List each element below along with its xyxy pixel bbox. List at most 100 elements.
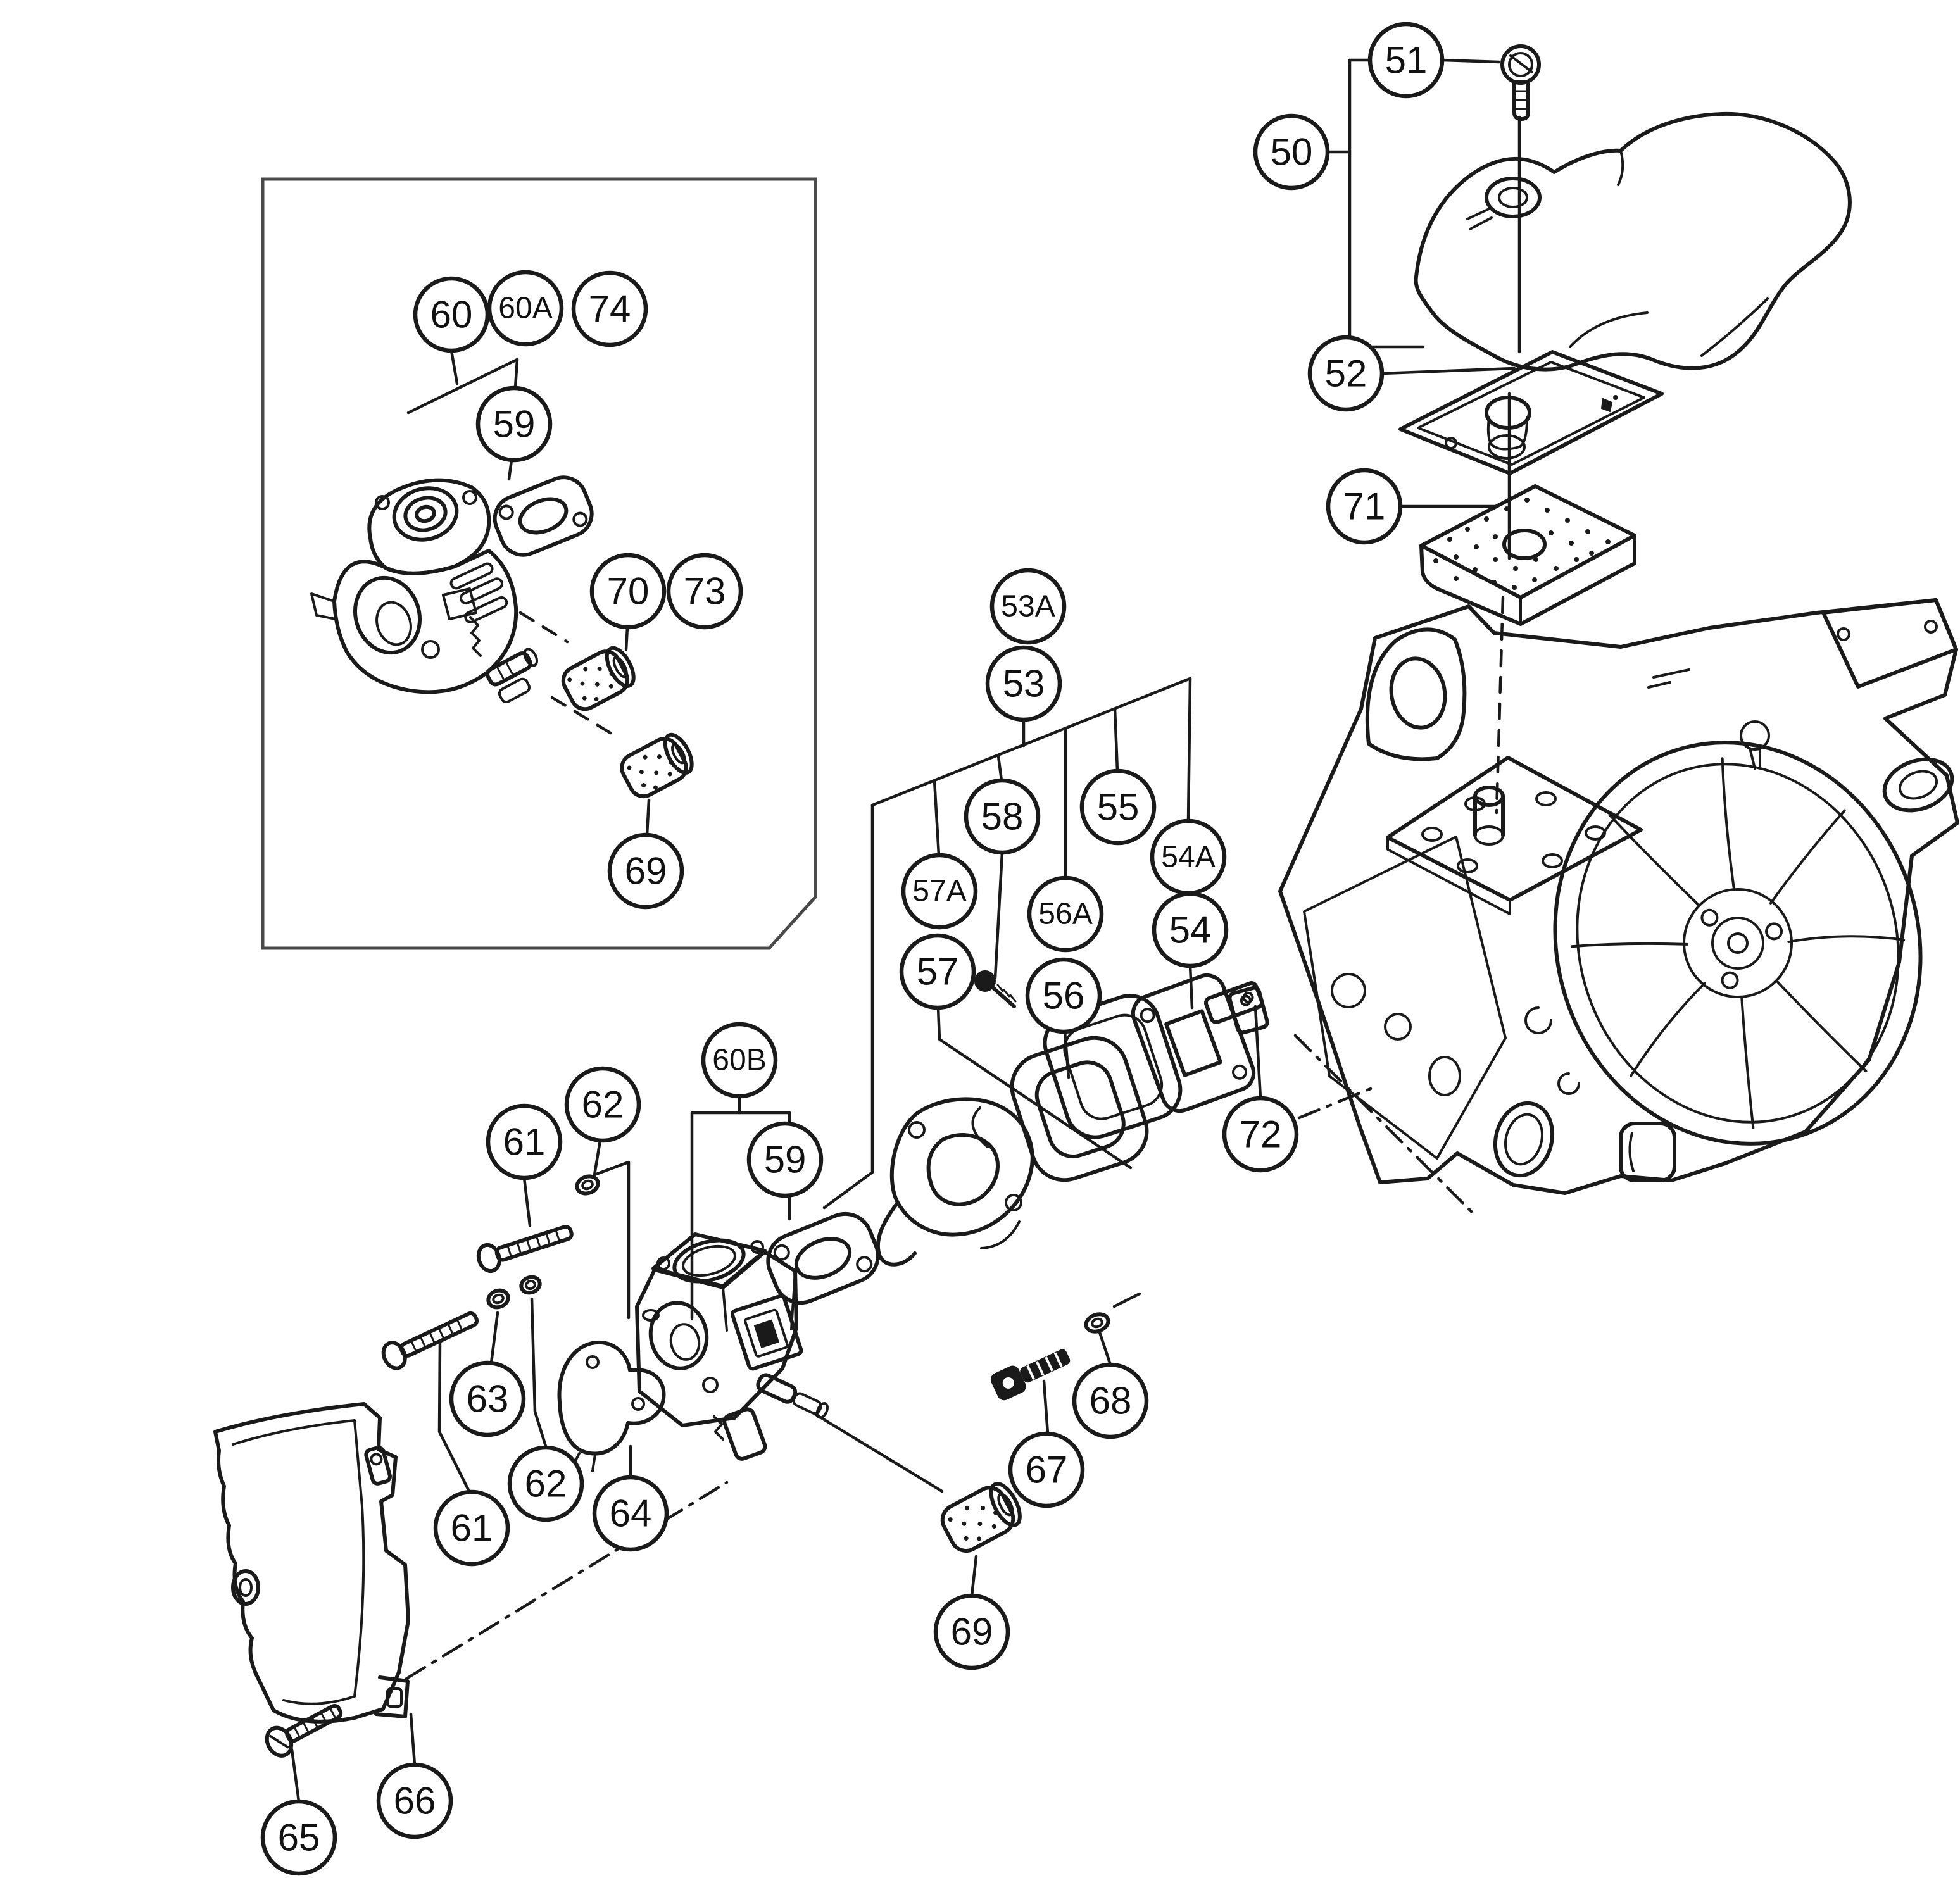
balloon-circle-55: [1079, 768, 1157, 846]
inset-detail-box: [261, 177, 817, 950]
balloon-circle-73: [666, 553, 743, 630]
washer-62-upper-drawing: [575, 1174, 600, 1196]
callout-51-0: 51: [1367, 22, 1501, 99]
bolt-61-upper-drawing: [476, 1225, 574, 1274]
balloon-circle-72: [1222, 1096, 1299, 1173]
balloon-leader-62-0: [530, 1297, 548, 1450]
balloon-number-69: 69: [951, 1611, 993, 1653]
callout-56-20: 56: [1025, 957, 1102, 1079]
balloon-number-66: 66: [394, 1780, 436, 1822]
balloon-number-57A: 57A: [912, 875, 966, 908]
balloon-number-55: 55: [1097, 786, 1140, 829]
callout-52-2: 52: [1307, 335, 1516, 412]
callout-61-29: 61: [433, 1340, 510, 1567]
callout-68-31: 68: [1072, 1329, 1149, 1439]
washer-62-lower-drawing: [519, 1275, 542, 1295]
balloon-circle-60: [413, 276, 490, 353]
balloon-leader-59-0: [507, 458, 513, 481]
callout-60-4: 60: [406, 276, 519, 415]
balloon-leader-57-0: [936, 1006, 1133, 1170]
balloon-circle-64: [592, 1475, 669, 1552]
balloon-number-62: 62: [582, 1084, 624, 1126]
callout-73-9: 73: [666, 553, 743, 630]
balloon-leader-62-0: [593, 1139, 602, 1177]
balloon-number-60: 60: [430, 294, 473, 336]
balloon-circle-65: [260, 1799, 337, 1876]
balloon-circle-74: [571, 270, 648, 347]
balloon-circle-70: [589, 553, 667, 630]
callout-71-3: 71: [1326, 468, 1497, 545]
callout-56A-16: 56A: [1027, 727, 1104, 953]
balloon-leader-54A-0: [1186, 677, 1192, 823]
balloon-number-56A: 56A: [1038, 898, 1092, 931]
balloon-circle-56: [1025, 957, 1102, 1034]
balloon-number-64: 64: [610, 1493, 652, 1535]
balloon-circle-50: [1253, 113, 1330, 191]
balloon-leader-60-0: [449, 349, 459, 385]
connector-fan-left-drop: [822, 803, 874, 1210]
callout-65-33: 65: [260, 1748, 337, 1876]
callout-70-8: 70: [589, 553, 667, 651]
balloon-leader-65-0: [290, 1748, 301, 1803]
engine-block-drawing: [1278, 598, 1959, 1195]
balloon-number-72: 72: [1240, 1113, 1282, 1156]
balloon-number-71: 71: [1343, 485, 1386, 528]
callout-62-27: 62: [507, 1297, 584, 1522]
callout-64-28: 64: [592, 1444, 669, 1552]
inset-gasket-59: [493, 475, 594, 557]
balloon-leader-72-0: [1253, 1005, 1262, 1100]
balloon-circle-58: [964, 778, 1041, 855]
balloon-number-53: 53: [1003, 663, 1045, 705]
balloon-circle-61: [486, 1103, 563, 1180]
balloon-circle-66: [376, 1762, 453, 1839]
inset-filter-69: [620, 732, 694, 799]
balloon-leader-52-0: [1380, 366, 1516, 375]
balloon-number-73: 73: [684, 570, 726, 613]
balloon-leader-57A-0: [933, 779, 941, 857]
callout-59-23: 59: [746, 1121, 824, 1221]
callout-74-6: 74: [571, 270, 648, 347]
inset-filter-70: [561, 646, 636, 711]
lock-washer-63-drawing: [486, 1288, 510, 1310]
balloon-leader-69-0: [645, 798, 651, 837]
balloon-number-70: 70: [607, 570, 650, 613]
balloon-leader-56-0: [1063, 1030, 1071, 1079]
balloon-circle-59: [746, 1121, 824, 1198]
balloon-leader-58-1: [993, 851, 1004, 980]
balloon-leader-58-0: [996, 754, 1003, 782]
clip-72-drawing: [1228, 986, 1269, 1035]
connector-inset-fuel-dash-2: [550, 696, 619, 739]
balloon-leader-66-0: [409, 1712, 417, 1767]
callout-67-30: 67: [1008, 1379, 1085, 1508]
balloon-leader-70-0: [624, 625, 629, 651]
balloon-number-62: 62: [525, 1463, 567, 1505]
balloon-circle-53: [985, 645, 1062, 722]
balloon-circle-53A: [989, 568, 1067, 645]
washer-68-drawing: [1084, 1312, 1110, 1334]
callout-63-26: 63: [449, 1311, 526, 1437]
connector-lines-layer: [405, 115, 1521, 1681]
callout-57-17: 57: [899, 933, 1133, 1170]
balloon-number-65: 65: [278, 1817, 320, 1859]
balloon-number-53A: 53A: [1001, 590, 1055, 623]
callout-60A-5: 60A: [487, 270, 564, 347]
bracket-64-drawing: [557, 1340, 666, 1472]
balloon-number-69: 69: [625, 850, 667, 892]
main-carburetor-drawing: [635, 1232, 829, 1461]
balloon-circle-69: [607, 832, 684, 910]
balloon-number-67: 67: [1026, 1449, 1068, 1491]
intake-elbow-drawing: [876, 1097, 1034, 1267]
balloon-leader-69-0: [970, 1555, 978, 1598]
connector-washer-to-carb-ear: [593, 1160, 631, 1320]
balloon-leader-63-0: [489, 1311, 499, 1365]
connector-plate-axis: [405, 1480, 729, 1681]
main-fuel-filter-69-drawing: [940, 1482, 1022, 1553]
callout-55-14: 55: [1079, 707, 1157, 846]
balloon-circle-63: [449, 1360, 526, 1437]
balloon-circle-60B: [701, 1022, 778, 1099]
connector-manifold-axis: [1293, 1034, 1473, 1213]
balloon-leader-61-0: [522, 1176, 532, 1227]
callout-60B-22: 60B: [690, 1022, 791, 1320]
callout-59-7: 59: [475, 385, 553, 481]
